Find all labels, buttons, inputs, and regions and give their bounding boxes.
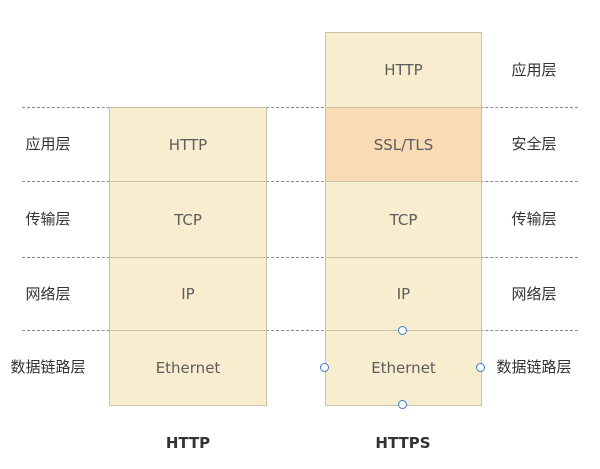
left-layer-label-transport: 传输层 xyxy=(25,210,71,228)
https-stack: HTTP SSL/TLS TCP IP Ethernet xyxy=(325,32,482,406)
https-stack-layer-ssl-tls: SSL/TLS xyxy=(326,108,481,182)
right-layer-label-security: 安全层 xyxy=(511,135,557,153)
right-layer-label-network: 网络层 xyxy=(511,285,557,303)
https-stack-layer-tcp: TCP xyxy=(326,182,481,258)
http-stack-layer-http: HTTP xyxy=(110,108,266,182)
https-column-title: HTTPS xyxy=(375,434,431,452)
layer-divider xyxy=(22,107,578,108)
https-stack-layer-ethernet: Ethernet xyxy=(326,331,481,405)
https-stack-layer-ip: IP xyxy=(326,258,481,331)
layer-divider xyxy=(22,181,578,182)
http-stack-layer-ethernet: Ethernet xyxy=(110,331,266,405)
http-stack-layer-ip: IP xyxy=(110,258,266,331)
selection-handle-bottom[interactable] xyxy=(398,400,407,409)
layer-divider xyxy=(22,257,578,258)
selection-handle-top[interactable] xyxy=(398,326,407,335)
selection-handle-left[interactable] xyxy=(320,363,329,372)
http-stack: HTTP TCP IP Ethernet xyxy=(109,107,267,406)
selection-handle-right[interactable] xyxy=(476,363,485,372)
left-layer-label-datalink: 数据链路层 xyxy=(10,358,86,376)
layer-divider xyxy=(22,330,578,331)
left-layer-label-network: 网络层 xyxy=(25,285,71,303)
http-stack-layer-tcp: TCP xyxy=(110,182,266,258)
right-layer-label-application: 应用层 xyxy=(511,61,557,79)
https-stack-layer-http: HTTP xyxy=(326,33,481,108)
right-layer-label-datalink: 数据链路层 xyxy=(496,358,572,376)
left-layer-label-application: 应用层 xyxy=(25,135,71,153)
right-layer-label-transport: 传输层 xyxy=(511,210,557,228)
http-column-title: HTTP xyxy=(165,434,211,452)
